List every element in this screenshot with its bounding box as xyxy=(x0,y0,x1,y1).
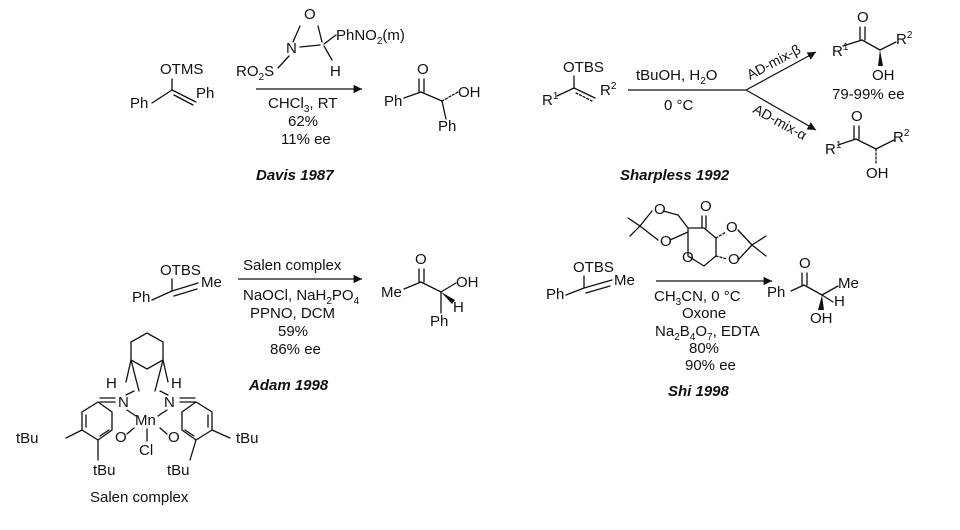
sharpless-bottom-r2: R2 xyxy=(893,128,910,146)
davis-condition-ee: 11% ee xyxy=(281,131,331,148)
shi-condition-yield: 80% xyxy=(689,340,719,357)
shi-catalyst: O O O O O O xyxy=(627,198,767,268)
adam-condition-yield: 59% xyxy=(278,323,308,340)
salen-complex-structure: H H N N Mn Cl O O tBu tBu xyxy=(16,332,259,506)
sharpless-top-oh: OH xyxy=(872,67,895,84)
adam-condition-1: NaOCl, NaH2PO4 xyxy=(243,287,360,307)
salen-n-left: N xyxy=(118,394,129,411)
adam-scheme: OTBS Ph Me Salen complex NaOCl, NaH2PO4 … xyxy=(132,251,479,394)
sharpless-bottom-r1: R1 xyxy=(825,140,842,158)
shi-cat-o-1: O xyxy=(654,201,666,218)
davis-ph-right-label: Ph xyxy=(196,85,214,102)
sharpless-starting-material: OTBS R1 R2 xyxy=(542,59,617,109)
salen-h-left: H xyxy=(106,375,117,392)
shi-product-h: H xyxy=(834,293,845,310)
adam-product-o: O xyxy=(415,251,427,268)
adam-condition-2: PPNO, DCM xyxy=(250,305,335,322)
adam-product-me: Me xyxy=(381,284,402,301)
shi-otbs-label: OTBS xyxy=(573,259,614,276)
shi-product-oh: OH xyxy=(810,310,833,327)
shi-condition-2: Oxone xyxy=(682,305,726,322)
davis-product-ph: Ph xyxy=(384,93,402,110)
sharpless-branch-bottom-arrow xyxy=(745,89,817,131)
salen-caption: Salen complex xyxy=(90,489,189,506)
salen-h-right: H xyxy=(171,375,182,392)
shi-product-me: Me xyxy=(838,275,859,292)
sharpless-branch-top-arrow xyxy=(745,51,817,91)
adam-product-h: H xyxy=(453,299,464,316)
davis-product-oh: OH xyxy=(458,84,481,101)
adam-product: O Me OH H Ph xyxy=(381,251,479,330)
sharpless-top-r2: R2 xyxy=(896,30,913,48)
shi-cat-ketone-o: O xyxy=(700,198,712,215)
adam-ph-label: Ph xyxy=(132,289,150,306)
salen-n-right: N xyxy=(164,394,175,411)
davis-product-ph2: Ph xyxy=(438,118,456,135)
salen-tbu-left: tBu xyxy=(16,430,39,447)
sharpless-conditions-bottom: 0 °C xyxy=(664,97,694,114)
adam-reagent-salen: Salen complex xyxy=(243,257,342,274)
sharpless-otbs-label: OTBS xyxy=(563,59,604,76)
davis-condition-yield: 62% xyxy=(288,113,318,130)
sharpless-top-ee: 79-99% ee xyxy=(832,86,905,103)
salen-tbu-bottom-right: tBu xyxy=(167,462,190,479)
salen-cyclohexane-ring xyxy=(130,332,164,370)
shi-cat-o-4: O xyxy=(728,251,740,268)
adam-caption: Adam 1998 xyxy=(248,377,329,394)
davis-product-o: O xyxy=(417,61,429,78)
davis-caption: Davis 1987 xyxy=(256,167,334,184)
shi-caption: Shi 1998 xyxy=(668,383,730,400)
shi-condition-ee: 90% ee xyxy=(685,357,736,374)
shi-me-label: Me xyxy=(614,272,635,289)
sharpless-caption: Sharpless 1992 xyxy=(620,167,730,184)
davis-condition-1: CHCl3, RT xyxy=(268,95,337,115)
sharpless-top-r1: R1 xyxy=(832,42,849,60)
davis-otms-label: OTMS xyxy=(160,61,203,78)
sharpless-bottom-oh: OH xyxy=(866,165,889,182)
davis-reagent-h: H xyxy=(330,63,341,80)
shi-cat-o-3: O xyxy=(726,219,738,236)
sharpless-product-top: O R1 R2 OH 79-99% ee xyxy=(832,9,913,103)
sharpless-scheme: OTBS R1 R2 tBuOH, H2O 0 °C AD-mix-β AD-m… xyxy=(542,9,913,184)
davis-reagent-o: O xyxy=(304,6,316,23)
adam-starting-material: OTBS Ph Me xyxy=(132,262,222,306)
salen-tbu-bottom-left: tBu xyxy=(93,462,116,479)
adam-product-ph: Ph xyxy=(430,313,448,330)
shi-product-o: O xyxy=(799,255,811,272)
shi-ph-label: Ph xyxy=(546,286,564,303)
shi-scheme: OTBS Ph Me O O O O O O xyxy=(546,198,859,400)
sharpless-top-o: O xyxy=(857,9,869,26)
davis-product: O Ph OH Ph xyxy=(384,61,481,135)
shi-cat-o-2: O xyxy=(660,233,672,250)
adam-condition-ee: 86% ee xyxy=(270,341,321,358)
salen-mn: Mn xyxy=(135,412,156,429)
salen-o-left: O xyxy=(115,429,127,446)
shi-product: O Ph Me H OH xyxy=(767,255,859,327)
davis-oxaziridine-reagent: O N RO2S PhNO2(m) H xyxy=(236,6,405,83)
salen-cl: Cl xyxy=(139,442,153,459)
adam-otbs-label: OTBS xyxy=(160,262,201,279)
davis-reagent-ro2s: RO2S xyxy=(236,63,274,83)
davis-scheme: OTMS Ph Ph O N RO2S PhNO2(m) H CHCl3, RT… xyxy=(130,6,481,184)
sharpless-admix-beta: AD-mix-β xyxy=(744,41,803,83)
davis-reagent-n: N xyxy=(286,40,297,57)
davis-starting-material: OTMS Ph Ph xyxy=(130,61,214,112)
salen-o-right: O xyxy=(168,429,180,446)
sharpless-r1-label: R1 xyxy=(542,91,559,109)
shi-product-ph: Ph xyxy=(767,284,785,301)
shi-condition-3: Na2B4O7, EDTA xyxy=(655,323,760,343)
shi-cat-ring-o: O xyxy=(682,249,694,266)
salen-tbu-right: tBu xyxy=(236,430,259,447)
adam-me-label: Me xyxy=(201,274,222,291)
davis-ph-left-label: Ph xyxy=(130,95,148,112)
davis-reagent-phno2: PhNO2(m) xyxy=(336,27,405,47)
shi-starting-material: OTBS Ph Me xyxy=(546,259,635,303)
sharpless-conditions-top: tBuOH, H2O xyxy=(636,67,717,87)
sharpless-product-bottom: O R1 R2 OH xyxy=(825,108,910,182)
sharpless-r2-label: R2 xyxy=(600,81,617,99)
sharpless-bottom-o: O xyxy=(851,108,863,125)
adam-product-oh: OH xyxy=(456,274,479,291)
